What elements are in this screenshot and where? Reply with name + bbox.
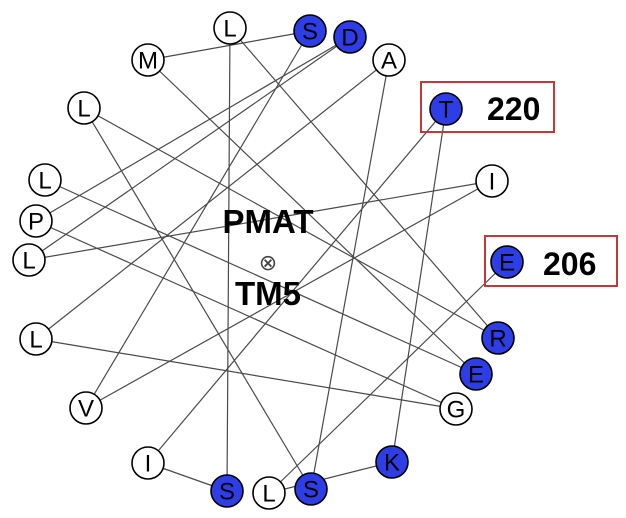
callout-box-220: [420, 81, 555, 133]
residue-s-18: S: [293, 14, 327, 48]
connector-line: [83, 107, 312, 490]
residue-letter: M: [138, 48, 158, 75]
residue-circle: [490, 245, 524, 279]
residue-d-14: D: [333, 20, 367, 54]
residue-letter: D: [341, 25, 358, 52]
residue-i-16: I: [475, 164, 509, 198]
residue-letter: R: [489, 326, 506, 353]
residue-circle: [475, 164, 509, 198]
connector-line: [35, 59, 390, 340]
residue-circle: [372, 43, 406, 77]
connector-line: [44, 179, 477, 375]
connector-line: [85, 30, 311, 409]
residue-letter: L: [77, 96, 90, 123]
residue-letter: I: [489, 169, 496, 196]
connector-line: [226, 27, 231, 492]
connector-line: [310, 59, 390, 490]
residue-e-0: E: [490, 245, 524, 279]
residue-l-6: L: [213, 11, 247, 45]
residue-circle: [12, 243, 46, 277]
residue-circle: [333, 20, 367, 54]
residue-circle: [459, 357, 493, 391]
residue-circle: [28, 163, 62, 197]
residue-connectors: [28, 27, 508, 494]
connector-line: [268, 461, 393, 494]
connector-line: [147, 30, 311, 61]
residue-letter: P: [28, 209, 44, 236]
residue-k-2: K: [375, 445, 409, 479]
residue-letter: L: [22, 248, 35, 275]
residue-circle: [19, 204, 53, 238]
residue-circle: [69, 391, 103, 425]
connector-line: [85, 180, 493, 409]
residue-letter: L: [38, 168, 51, 195]
residue-circle: [131, 446, 165, 480]
residue-t-3: T: [429, 92, 463, 126]
residue-letter: S: [219, 479, 235, 506]
callout-boxes: [420, 81, 618, 287]
residue-v-17: V: [69, 391, 103, 425]
residue-s-5: S: [210, 474, 244, 508]
residue-letter: L: [262, 481, 275, 508]
diagram-title-line1: PMAT: [222, 203, 313, 240]
connector-line: [35, 338, 457, 410]
residue-circle: [294, 472, 328, 506]
connector-line: [35, 36, 351, 222]
residue-letter: S: [303, 477, 319, 504]
residue-letter: E: [499, 250, 515, 277]
residue-letter: V: [78, 396, 94, 423]
residue-r-7: R: [481, 321, 515, 355]
diagram-title-line2: TM5: [235, 275, 301, 312]
residue-circle: [439, 392, 473, 426]
connector-line: [147, 59, 477, 375]
callout-label-220: 220: [487, 91, 540, 127]
residue-e-20: E: [459, 357, 493, 391]
residue-a-10: A: [372, 43, 406, 77]
residue-circle: [375, 445, 409, 479]
residue-letter: E: [468, 362, 484, 389]
callout-box-206: [484, 235, 618, 287]
residue-s-9: S: [294, 472, 328, 506]
residue-letter: L: [29, 327, 42, 354]
connector-line: [28, 180, 493, 261]
residue-circle: [19, 322, 53, 356]
residue-l-1: L: [252, 476, 286, 510]
connector-line: [268, 261, 508, 494]
residue-letter: T: [439, 97, 454, 124]
residue-l-21: L: [28, 163, 62, 197]
callout-label-206: 206: [543, 246, 596, 282]
residue-letter: G: [447, 397, 466, 424]
residue-letter: L: [223, 16, 236, 43]
residue-m-19: M: [131, 43, 165, 77]
connector-line: [83, 107, 499, 339]
residue-letter: K: [384, 450, 400, 477]
residue-circle: [131, 43, 165, 77]
residue-circle: [481, 321, 515, 355]
residue-l-8: L: [67, 91, 101, 125]
residue-circle: [213, 11, 247, 45]
axis-symbol: ⊗: [259, 251, 277, 276]
connector-line: [147, 108, 447, 464]
connector-line: [28, 36, 351, 261]
residue-circle: [67, 91, 101, 125]
connector-line: [391, 108, 447, 463]
residue-circle: [293, 14, 327, 48]
residue-i-4: I: [131, 446, 165, 480]
residue-letter: I: [145, 451, 152, 478]
residue-circle: [429, 92, 463, 126]
residue-letter: S: [302, 19, 318, 46]
connector-line: [229, 27, 499, 339]
residue-circle: [210, 474, 244, 508]
residue-letter: A: [381, 48, 397, 75]
residue-g-12: G: [439, 392, 473, 426]
residue-p-13: P: [19, 204, 53, 238]
residue-l-11: L: [19, 322, 53, 356]
residue-l-15: L: [12, 243, 46, 277]
connector-line: [35, 220, 457, 410]
residue-circle: [252, 476, 286, 510]
